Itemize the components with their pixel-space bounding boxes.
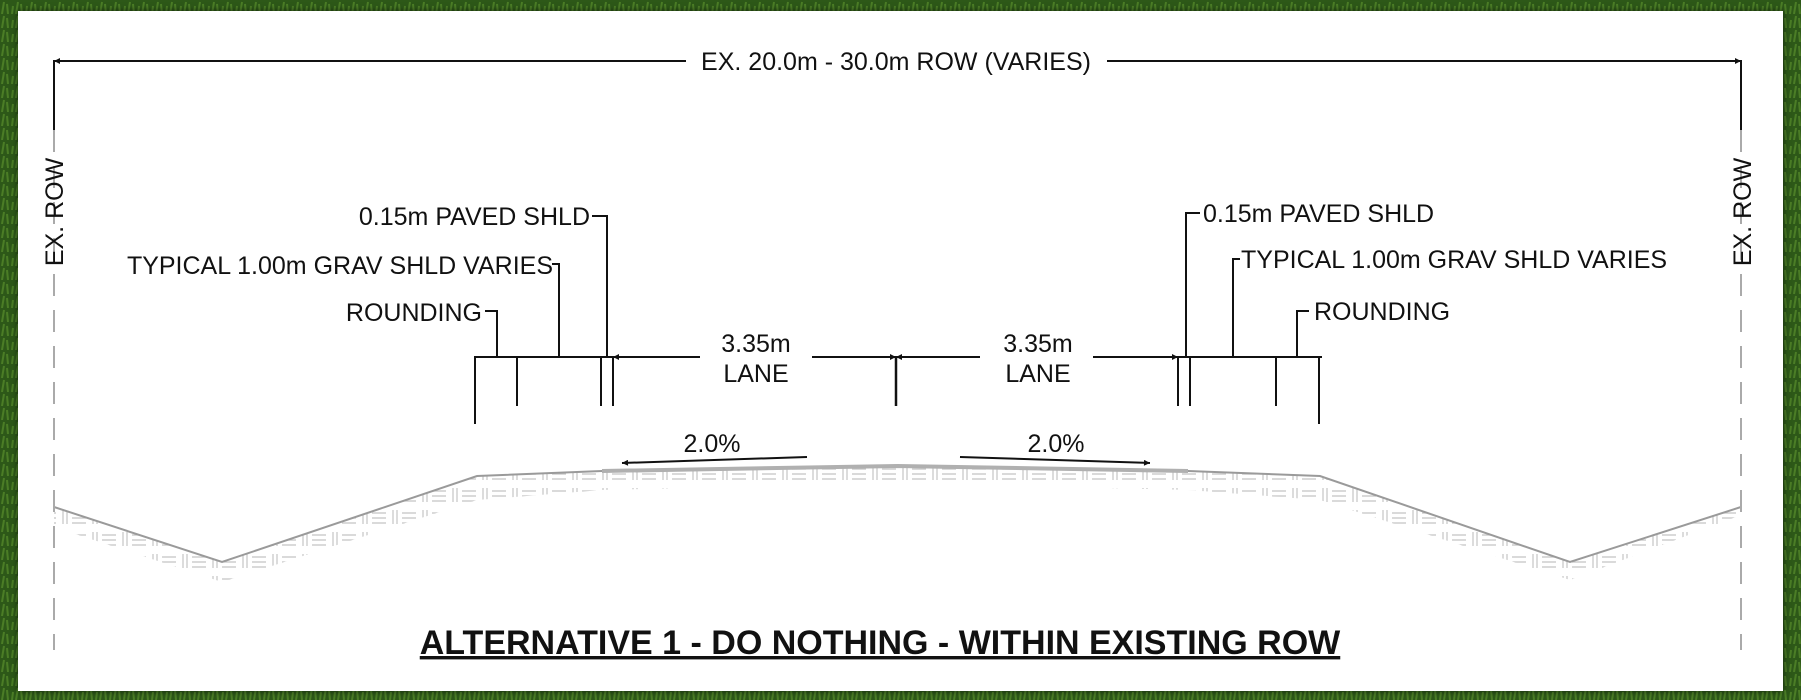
right-lane-name-label: LANE	[1005, 360, 1070, 388]
left-slope-label: 2.0%	[684, 430, 741, 458]
right-paved-shoulder-label: 0.15m PAVED SHLD	[1203, 200, 1434, 228]
soil-hatching	[54, 466, 1741, 582]
right-slope-label: 2.0%	[1028, 430, 1085, 458]
right-lane-width-label: 3.35m	[1003, 330, 1072, 358]
drawing-title: ALTERNATIVE 1 - DO NOTHING - WITHIN EXIS…	[420, 624, 1341, 662]
left-row-label: EX. ROW	[41, 157, 69, 266]
right-shoulder-callouts: 0.15m PAVED SHLD TYPICAL 1.00m GRAV SHLD…	[1177, 200, 1667, 424]
pavement-surface	[601, 463, 1189, 473]
drawing-sheet: EX. 20.0m - 30.0m ROW (VARIES) EX. ROW E…	[18, 11, 1783, 691]
left-gravel-shoulder-label: TYPICAL 1.00m GRAV SHLD VARIES	[127, 252, 553, 280]
right-rounding-label: ROUNDING	[1314, 298, 1450, 326]
left-shoulder-callouts: 0.15m PAVED SHLD TYPICAL 1.00m GRAV SHLD…	[127, 203, 1322, 424]
row-width-label: EX. 20.0m - 30.0m ROW (VARIES)	[701, 48, 1091, 76]
lane-dimensions: 3.35m LANE 3.35m LANE	[613, 330, 1178, 406]
left-rounding-label: ROUNDING	[346, 299, 482, 327]
left-paved-shoulder-label: 0.15m PAVED SHLD	[359, 203, 590, 231]
row-dimension: EX. 20.0m - 30.0m ROW (VARIES)	[54, 48, 1741, 76]
row-boundaries	[53, 60, 1742, 650]
cross-slopes: 2.0% 2.0%	[621, 430, 1151, 466]
cross-section-drawing: EX. 20.0m - 30.0m ROW (VARIES) EX. ROW E…	[41, 48, 1757, 662]
left-lane-width-label: 3.35m	[721, 330, 790, 358]
ground-profile	[53, 463, 1742, 582]
right-gravel-shoulder-label: TYPICAL 1.00m GRAV SHLD VARIES	[1241, 246, 1667, 274]
right-row-label: EX. ROW	[1729, 157, 1757, 266]
left-lane-name-label: LANE	[723, 360, 788, 388]
